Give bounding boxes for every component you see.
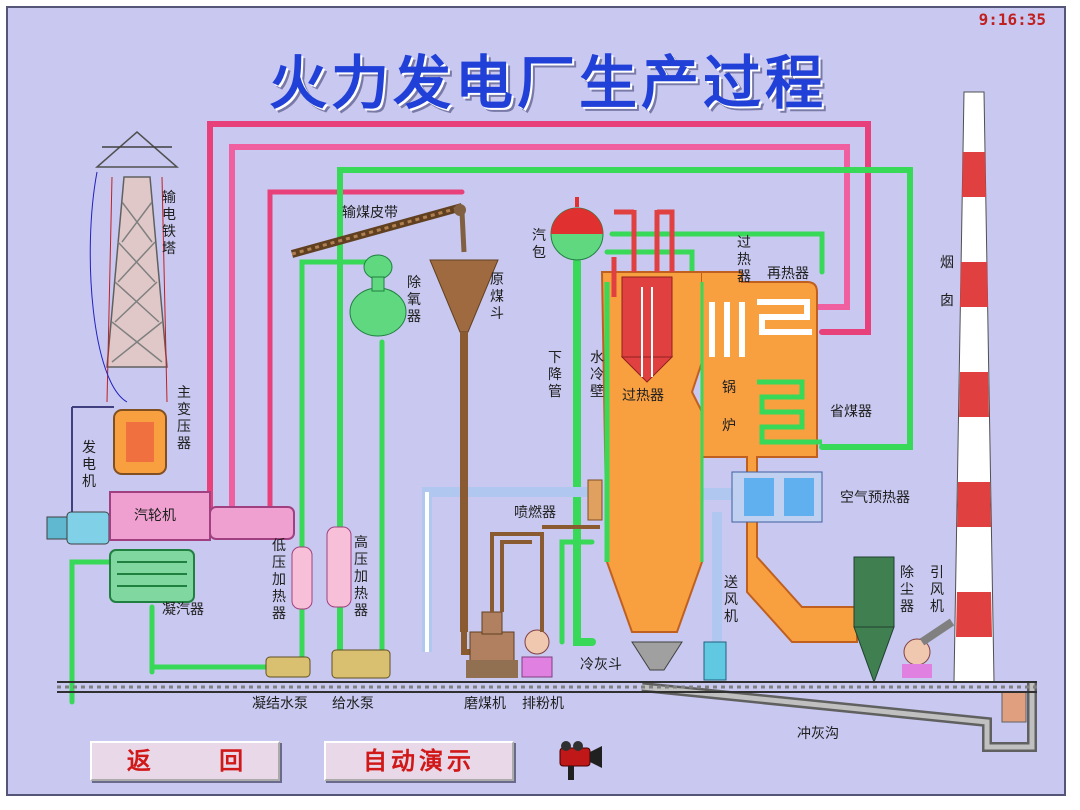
label-superheater-top: 过热器 [737,235,751,285]
auto-demo-button[interactable]: 自动演示 [324,741,514,781]
coal-pipes [490,532,544,632]
page-title: 火力发电厂生产过程 [268,49,827,117]
label-boiler: 锅炉 [722,380,736,434]
feed-pump [331,649,391,679]
label-main-transformer: 主变压器 [177,385,191,452]
label-high-pressure-heater: 高压加热器 [354,534,368,619]
main-transformer [71,406,167,522]
label-ash-trench: 冲灰沟 [797,726,839,742]
label-chimney: 烟囱 [940,255,954,309]
label-reheater: 再热器 [767,266,809,282]
turbine [109,491,295,541]
label-water-wall: 水冷壁 [590,350,604,400]
reheater-coils [709,299,822,445]
label-turbine: 汽轮机 [134,508,176,524]
label-coal-bunker: 原煤斗 [490,272,504,322]
deaerator [349,254,407,337]
label-exhauster: 排粉机 [522,696,564,712]
dust-collector [853,556,895,684]
air-ducts [422,487,737,652]
label-condenser: 凝汽器 [162,602,204,618]
air-preheater [731,471,823,523]
label-feed-pump: 给水泵 [332,696,374,712]
boiler [600,209,858,643]
low-pressure-heater [291,546,313,610]
clock-readout: 9:16:35 [978,10,1046,29]
label-mill: 磨煤机 [464,696,506,712]
transmission-tower [89,131,179,403]
label-superheater-furnace: 过热器 [622,388,664,404]
diagram-panel: 输电铁塔主变压器发电机汽轮机凝汽器 低压加热器 高压加热器凝结水泵 给水泵 输煤皮带除氧… [6,6,1066,796]
high-pressure-heater [326,526,352,608]
forced-draft-fan [703,641,727,681]
condenser [109,549,195,603]
steam-pipes [207,121,871,515]
label-condensate-pump: 凝结水泵 [252,696,308,712]
coal-mill [466,611,518,678]
back-button[interactable]: 返 回 [90,741,280,781]
label-fan-feed: 送风机 [724,575,738,625]
induced-fan [902,618,955,678]
generator [46,511,110,545]
label-generator: 发电机 [82,440,96,490]
label-belt: 输煤皮带 [342,205,398,221]
label-drum: 汽包 [532,228,546,261]
label-induced-fan: 引风机 [930,565,944,615]
label-air-preheater: 空气预热器 [840,490,910,506]
ground-rail [57,681,1037,693]
label-burner: 喷燃器 [514,504,556,521]
label-downcomer: 下降管 [548,350,562,400]
drum [550,197,604,261]
label-dust-collector: 除尘器 [900,565,914,615]
label-ash-hopper: 冷灰斗 [580,657,622,673]
label-deaerator: 除氧器 [407,275,421,325]
coal-belt [290,203,467,258]
condensate-pump [265,656,311,678]
label-economizer: 省煤器 [830,404,872,420]
label-low-pressure-heater: 低压加热器 [272,538,286,622]
ash-system [631,641,1037,752]
burner [542,479,603,529]
video-camera-icon[interactable] [554,738,606,786]
chimney [953,91,995,683]
label-tower: 输电铁塔 [162,190,176,257]
exhauster [521,629,553,678]
